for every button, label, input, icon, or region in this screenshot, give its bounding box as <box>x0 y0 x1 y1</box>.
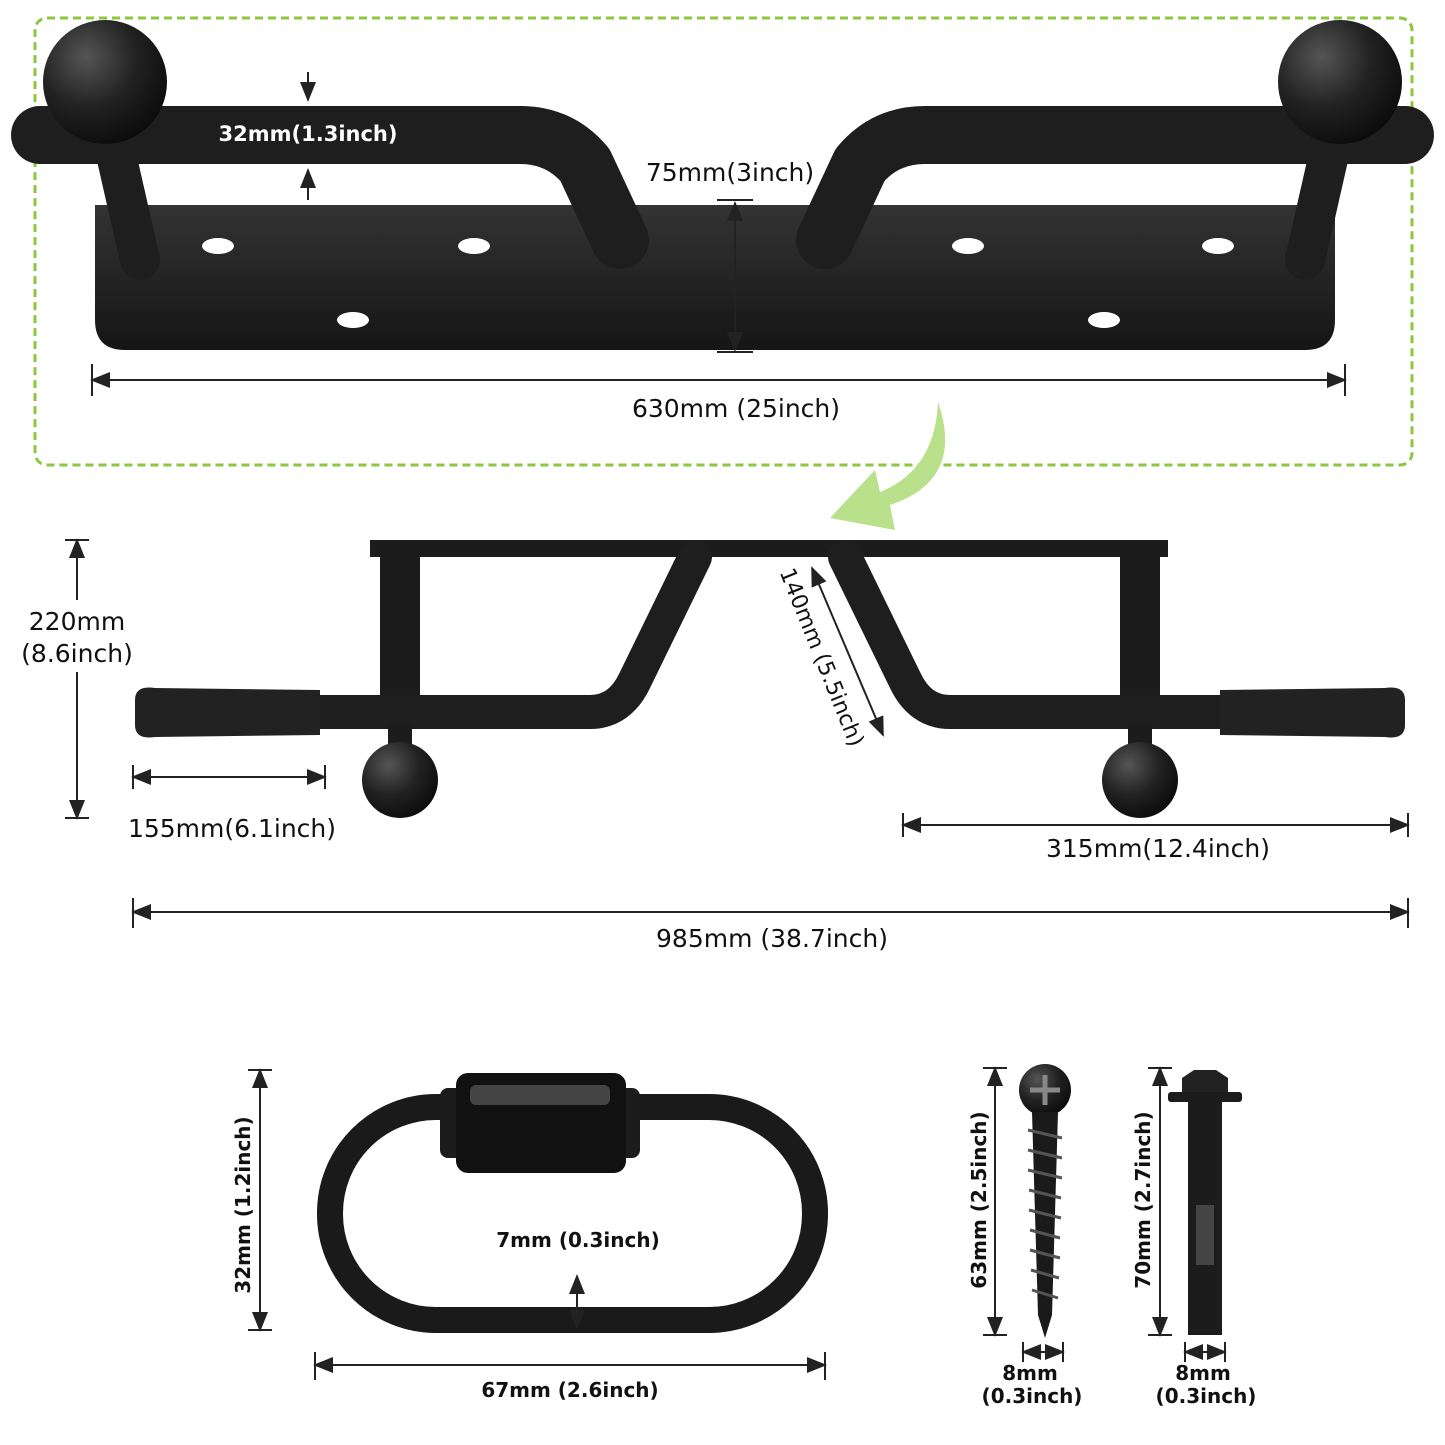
plate-height-label: 75mm(3inch) <box>646 158 814 187</box>
left-grip <box>135 687 320 738</box>
expansion-bolt: 70mm (2.7inch) 8mm (0.3inch) <box>1131 1066 1257 1408</box>
screw-diameter-mm: 8mm <box>1002 1361 1058 1385</box>
wall-plate <box>95 205 1335 350</box>
plate-width-label: 630mm (25inch) <box>632 394 840 423</box>
bolt-length-label: 70mm (2.7inch) <box>1131 1111 1155 1288</box>
curved-arrow-icon <box>830 402 946 530</box>
left-tube <box>11 106 649 269</box>
depth-label-inch: (8.6inch) <box>21 639 133 668</box>
quick-link: 32mm (1.2inch) 7mm (0.3inch) 67mm (2.6in… <box>230 1068 828 1402</box>
top-plate <box>370 540 1168 557</box>
link-width-label: 67mm (2.6inch) <box>481 1378 658 1402</box>
total-width-label: 985mm (38.7inch) <box>656 924 888 953</box>
right-grip <box>1220 687 1405 738</box>
link-thickness-label: 7mm (0.3inch) <box>496 1228 659 1252</box>
link-height-label: 32mm (1.2inch) <box>231 1116 255 1293</box>
mounting-holes <box>202 238 1234 328</box>
grip-length-label: 155mm(6.1inch) <box>128 814 336 843</box>
bolt-diameter-inch: (0.3inch) <box>1156 1384 1257 1408</box>
right-ball <box>1278 20 1402 144</box>
top-view: 32mm(1.3inch) 75mm(3inch) 630mm (25inch) <box>11 16 1434 467</box>
screw-length-label: 63mm (2.5inch) <box>967 1111 991 1288</box>
half-width-label: 315mm(12.4inch) <box>1046 834 1270 863</box>
bolt-diameter-mm: 8mm <box>1175 1361 1231 1385</box>
right-tube <box>796 106 1434 269</box>
wood-screw: 63mm (2.5inch) 8mm (0.3inch) <box>967 1064 1082 1408</box>
side-view: 220mm (8.6inch) 155mm(6.1inch) 140mm (5.… <box>10 538 1410 953</box>
left-ball <box>43 20 167 144</box>
depth-label-mm: 220mm <box>29 607 125 636</box>
tube-diameter-label: 32mm(1.3inch) <box>219 122 398 146</box>
screw-diameter-inch: (0.3inch) <box>982 1384 1083 1408</box>
highlight-frame <box>33 16 1414 467</box>
